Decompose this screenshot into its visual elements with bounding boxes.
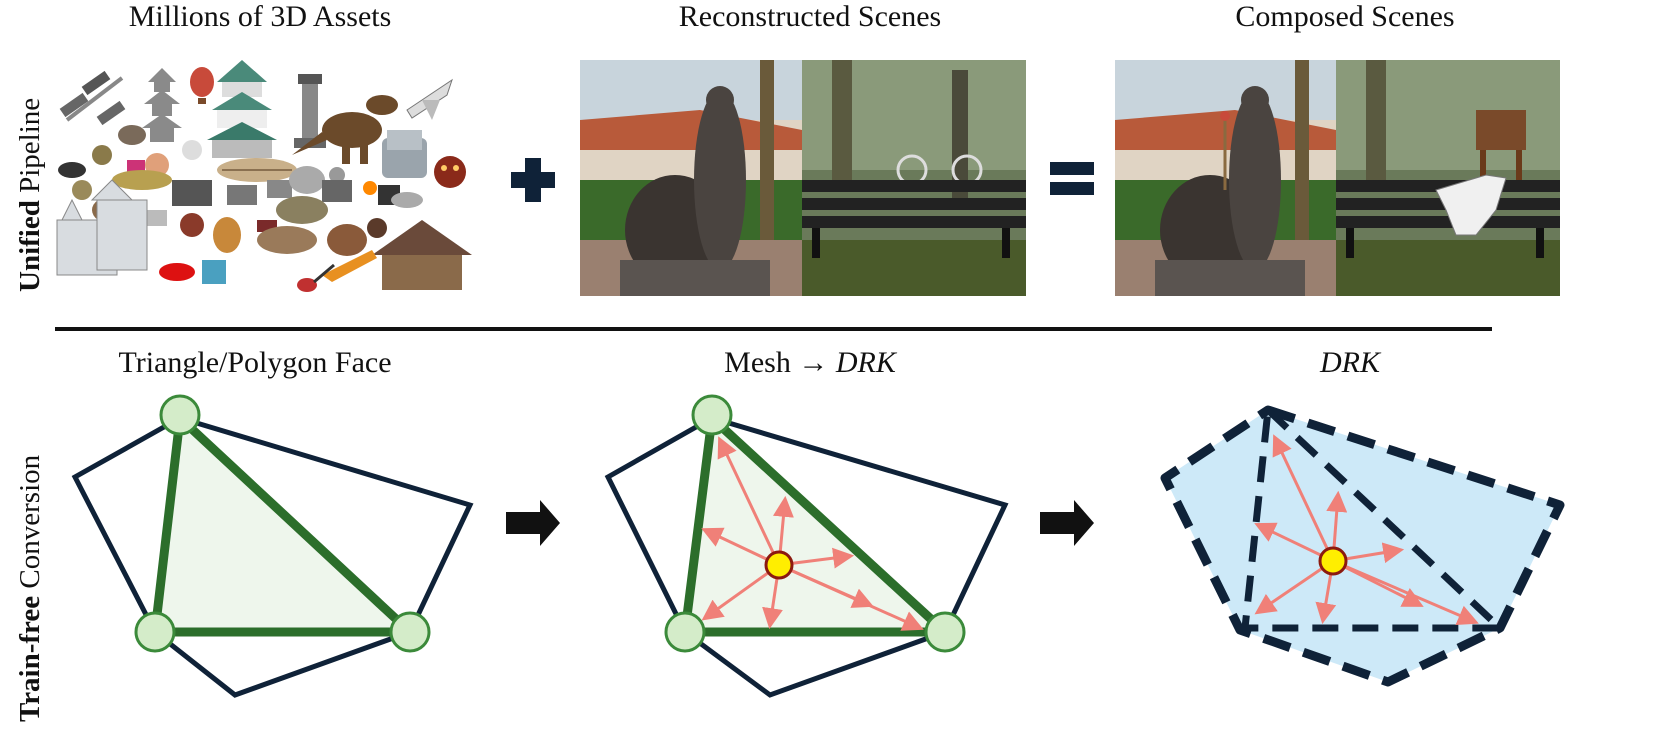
pagoda-icon — [142, 68, 182, 142]
plane-icon — [322, 250, 377, 282]
vertex-top — [159, 394, 201, 436]
toy-icon — [202, 260, 226, 284]
reconstructed-scene-bench — [802, 60, 1026, 296]
title-millions-of-3d-assets: Millions of 3D Assets — [128, 0, 392, 33]
title-triangle-polygon-face: Triangle/Polygon Face — [118, 346, 392, 379]
reconstructed-scene-statue — [580, 60, 802, 296]
mask-icon — [434, 156, 466, 188]
small-objects-icon — [58, 125, 423, 256]
triangle-face — [150, 413, 415, 637]
arrow-right-icon — [506, 500, 560, 546]
plus-operator — [511, 158, 555, 202]
section-divider — [55, 327, 1492, 331]
drk-triangle — [1241, 406, 1504, 632]
arrow-right-icon-2 — [1040, 500, 1094, 546]
shell-icon — [217, 158, 297, 182]
vertex-left-2 — [664, 611, 706, 653]
space-shuttle-icon — [406, 78, 453, 120]
space-station-icon — [59, 70, 126, 126]
title-reconstructed-scenes: Reconstructed Scenes — [678, 0, 942, 33]
composed-scene-bench — [1336, 60, 1560, 296]
church-icon — [56, 179, 148, 276]
drk-kernel-center — [1318, 546, 1348, 576]
vertex-right-2 — [924, 611, 966, 653]
title-mesh-to-drk: Mesh → DRK — [640, 346, 980, 380]
triangle-face-2 — [680, 413, 950, 637]
title-drk: DRK — [1320, 346, 1380, 379]
armchair-icon — [382, 130, 427, 178]
title-mesh-drk: DRK — [835, 346, 896, 379]
vertex-right — [389, 611, 431, 653]
castle-icon — [207, 60, 277, 158]
guitar-icon — [297, 263, 335, 292]
vertex-top-2 — [691, 394, 733, 436]
dinosaur-icon — [292, 95, 398, 164]
house-icon — [372, 220, 472, 290]
car-icon — [159, 263, 195, 281]
title-mesh-prefix: Mesh → — [724, 346, 836, 379]
drk-polygon — [1160, 405, 1565, 687]
balloon-icon — [190, 67, 214, 104]
composed-scene-statue — [1115, 60, 1336, 296]
equals-operator — [1050, 162, 1094, 195]
kernel-center — [764, 550, 794, 580]
asset-collage — [52, 60, 472, 296]
vertex-left — [134, 611, 176, 653]
title-composed-scenes: Composed Scenes — [1235, 0, 1455, 33]
